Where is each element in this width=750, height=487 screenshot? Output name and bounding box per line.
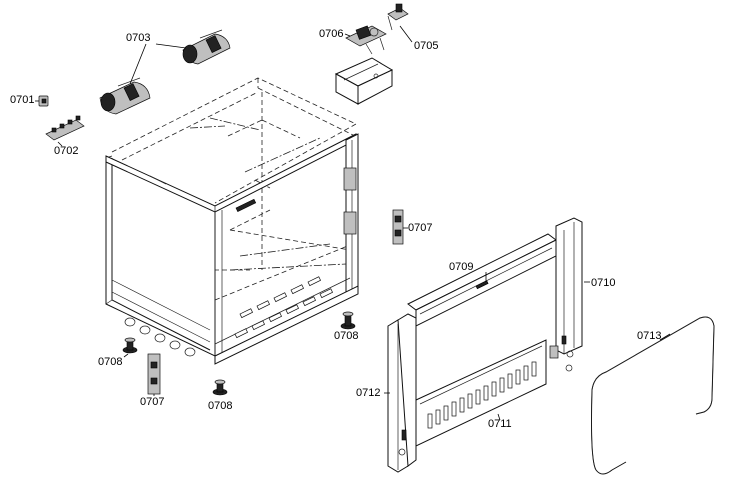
label-0706: 0706: [319, 28, 344, 40]
part-0709-top-rail: [407, 233, 557, 327]
front-base-vents: [234, 276, 334, 339]
oven-cabinet-frame: [105, 77, 359, 365]
label-0713: 0713: [637, 330, 662, 342]
part-0710-right-upright: [549, 217, 590, 372]
label-0702: 0702: [54, 145, 79, 157]
part-0708-foot-left: [122, 337, 138, 358]
vent-slots: [427, 361, 537, 429]
part-0705-bracket: [387, 3, 413, 43]
fan-motor-lower: [99, 77, 151, 115]
part-0703-fan-motors: [99, 29, 231, 115]
label-0705: 0705: [414, 40, 439, 52]
label-0708-left: 0708: [98, 356, 123, 368]
label-0707-lower: 0707: [140, 396, 165, 408]
label-0708-center: 0708: [208, 400, 233, 412]
label-0708-right: 0708: [334, 330, 359, 342]
part-0708-foot-center: [212, 379, 228, 396]
label-0711: 0711: [488, 418, 512, 430]
part-0706-switch-assembly: [344, 25, 387, 55]
left-base-vents: [111, 279, 211, 357]
part-0701-clip: [35, 95, 49, 107]
fan-motor-upper: [182, 29, 231, 65]
label-0712: 0712: [356, 387, 381, 399]
part-0707-hinge-upper: [392, 209, 408, 245]
mounting-tray: [334, 57, 394, 105]
label-0709: 0709: [449, 261, 474, 273]
part-0702-terminal-block: [45, 115, 85, 147]
label-0701: 0701: [10, 94, 35, 106]
part-0711-vent-panel: [415, 339, 547, 447]
part-0707-hinge-lower: [147, 353, 161, 396]
label-0710: 0710: [591, 277, 616, 289]
label-0703: 0703: [126, 32, 151, 44]
part-0708-foot-right: [340, 311, 356, 330]
label-0707-upper: 0707: [408, 222, 433, 234]
part-0712-left-upright: [384, 313, 417, 473]
part-0713-door-gasket: [591, 316, 715, 475]
